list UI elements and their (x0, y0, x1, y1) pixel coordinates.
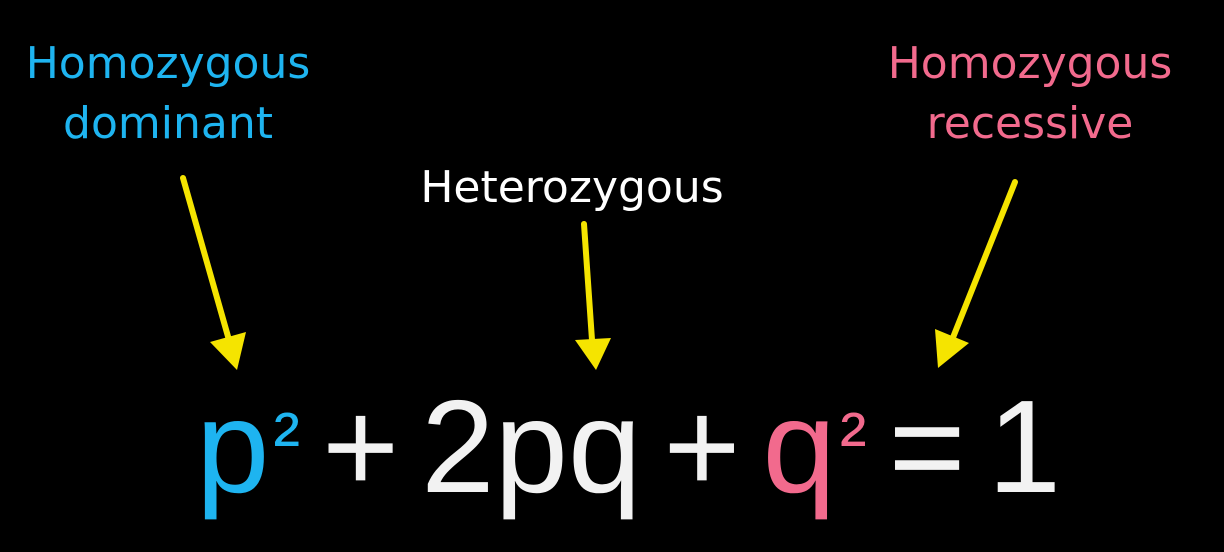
arrow-recessive (935, 179, 1018, 368)
hardy-weinberg-equation: p²+2pq+q²=1 (196, 372, 1061, 522)
heterozygous-line1: Heterozygous (420, 162, 724, 213)
q-exponent: ² (839, 396, 867, 485)
p-symbol: p (196, 373, 270, 520)
p-exponent: ² (273, 396, 301, 485)
arrow-heterozygous (575, 221, 611, 370)
p-squared-term: p² (196, 372, 300, 522)
plus-sign-1: + (322, 373, 400, 520)
two-pq-term: 2pq (421, 373, 642, 520)
homozygous-dominant-line2: dominant (63, 98, 273, 149)
equation-result: 1 (987, 373, 1062, 520)
q-squared-term: q² (763, 372, 867, 522)
heterozygous-label: Heterozygous (392, 158, 752, 218)
q-symbol: q (762, 373, 836, 520)
homozygous-dominant-label: Homozygous dominant (0, 34, 336, 154)
arrow-dominant (180, 175, 246, 370)
equals-sign: = (888, 373, 966, 520)
homozygous-recessive-line1: Homozygous (887, 38, 1173, 89)
homozygous-dominant-line1: Homozygous (25, 38, 311, 89)
homozygous-recessive-line2: recessive (926, 98, 1134, 149)
homozygous-recessive-label: Homozygous recessive (858, 34, 1202, 154)
plus-sign-2: + (663, 373, 741, 520)
